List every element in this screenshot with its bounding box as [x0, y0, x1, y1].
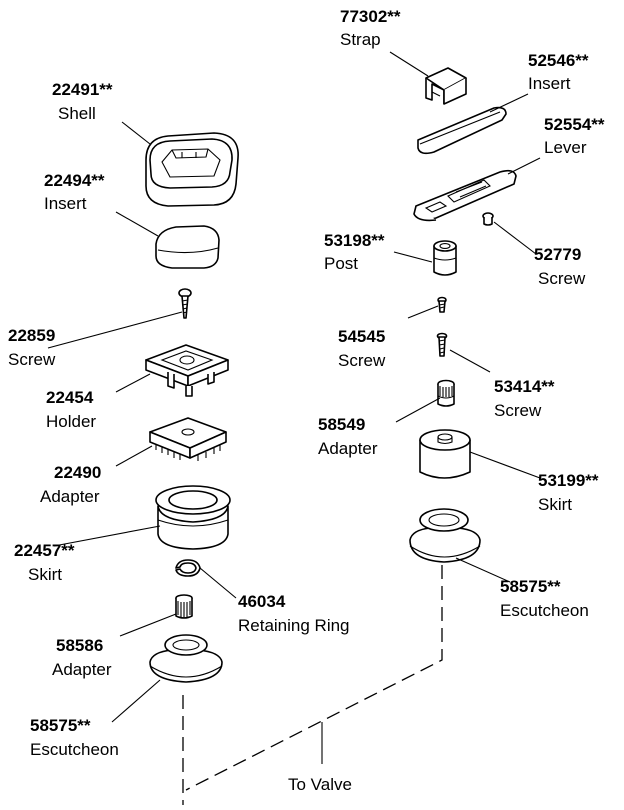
escutcheon-left-number: 58575**	[30, 716, 91, 735]
skirt-22457-number: 22457**	[14, 541, 75, 560]
adapter-22490-part	[149, 417, 227, 461]
holder-part	[145, 344, 229, 397]
adapter-58586-number: 58586	[56, 636, 103, 655]
screw-54545-part	[437, 296, 447, 313]
strap-number: 77302**	[340, 7, 401, 26]
strap-name: Strap	[340, 30, 381, 49]
insert-lever-part	[417, 106, 507, 155]
escutcheon-right-number: 58575**	[500, 577, 561, 596]
skirt-53199-part	[419, 429, 471, 479]
holder-number: 22454	[46, 388, 94, 407]
shell-part	[145, 132, 239, 207]
leader-lines	[47, 51, 541, 764]
adapter-58549-part	[437, 379, 455, 407]
screw-22859-part	[178, 288, 192, 319]
lever-part	[413, 169, 517, 222]
lever-name: Lever	[544, 138, 587, 157]
shell-number: 22491**	[52, 80, 113, 99]
adapter-58586-part	[175, 594, 193, 619]
skirt-22457-name: Skirt	[28, 565, 62, 584]
adapter-58549-name: Adapter	[318, 439, 378, 458]
post-number: 53198**	[324, 231, 385, 250]
screw-52779-part	[482, 212, 494, 226]
skirt-53199-number: 53199**	[538, 471, 599, 490]
to-valve-label: To Valve	[288, 775, 352, 794]
adapter-22490-number: 22490	[54, 463, 101, 482]
holder-name: Holder	[46, 412, 96, 431]
screw-54545-name: Screw	[338, 351, 386, 370]
post-name: Post	[324, 254, 358, 273]
screw-52779-number: 52779	[534, 245, 581, 264]
insert-knob-part	[155, 225, 220, 269]
strap-part	[425, 67, 467, 105]
insert-knob-number: 22494**	[44, 171, 105, 190]
insert-lever-number: 52546**	[528, 51, 589, 70]
skirt-53199-name: Skirt	[538, 495, 572, 514]
skirt-22457-part	[155, 485, 231, 550]
screw-53414-number: 53414**	[494, 377, 555, 396]
insert-knob-name: Insert	[44, 194, 87, 213]
escutcheon-left-part	[149, 634, 223, 683]
screw-53414-name: Screw	[494, 401, 542, 420]
screw-52779-name: Screw	[538, 269, 586, 288]
escutcheon-right-part	[409, 508, 481, 563]
screw-54545-number: 54545	[338, 327, 385, 346]
retaining-ring-number: 46034	[238, 592, 286, 611]
screw-22859-number: 22859	[8, 326, 55, 345]
adapter-22490-name: Adapter	[40, 487, 100, 506]
lever-number: 52554**	[544, 115, 605, 134]
part-labels: 77302** Strap 52546** Insert 52554** Lev…	[8, 7, 605, 794]
valve-connection-lines	[182, 565, 443, 805]
retaining-ring-part	[175, 559, 201, 577]
screw-53414-part	[436, 332, 448, 357]
escutcheon-right-name: Escutcheon	[500, 601, 589, 620]
insert-lever-name: Insert	[528, 74, 571, 93]
escutcheon-left-name: Escutcheon	[30, 740, 119, 759]
shell-name: Shell	[58, 104, 96, 123]
post-part	[433, 240, 457, 276]
screw-22859-name: Screw	[8, 350, 56, 369]
retaining-ring-name: Retaining Ring	[238, 616, 350, 635]
adapter-58549-number: 58549	[318, 415, 365, 434]
adapter-58586-name: Adapter	[52, 660, 112, 679]
